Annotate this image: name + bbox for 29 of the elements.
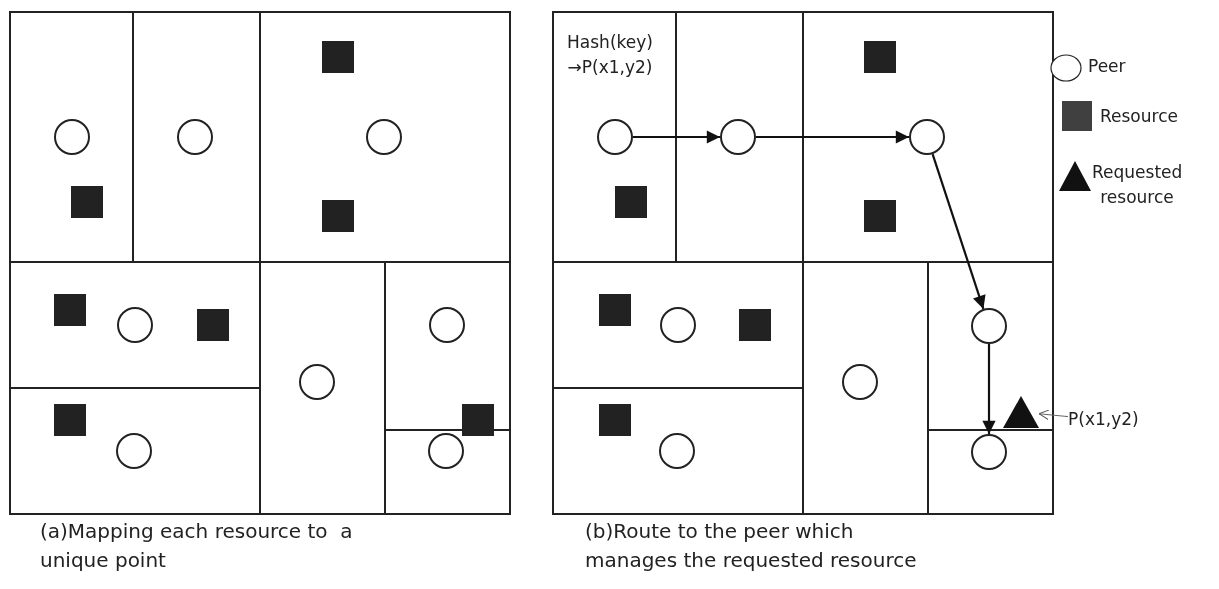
route-arrow: [982, 344, 996, 434]
hash-mapping-label: Hash(key) →P(x1,y2): [566, 31, 654, 79]
legend-label: Requested resource: [1092, 161, 1182, 209]
peer-circle: [54, 119, 90, 155]
route-arrow: [931, 153, 986, 310]
peer-circle: [428, 433, 464, 469]
peer-circle: [971, 308, 1007, 344]
peer-circle: [597, 119, 633, 155]
peer-circle: [909, 119, 945, 155]
peer-circle: [299, 364, 335, 400]
peer-circle: [117, 307, 153, 343]
requested-resource-triangle: [1003, 396, 1039, 428]
position-label: P(x1,y2): [1068, 409, 1158, 433]
peer-circle: [366, 119, 402, 155]
figure-caption: (a)Mapping each resource to a unique point: [40, 518, 354, 574]
peer-circle: [660, 307, 696, 343]
route-arrow: [633, 130, 720, 144]
legend-label: Resource: [1100, 105, 1178, 128]
peer-circle: [659, 433, 695, 469]
legend-label: Peer: [1088, 55, 1126, 78]
peer-circle: [971, 434, 1007, 470]
peer-circle: [116, 433, 152, 469]
peer-circle: [720, 119, 756, 155]
peer-circle: [842, 364, 878, 400]
route-arrow: [756, 130, 909, 144]
figure-caption: (b)Route to the peer which manages the requested resource: [585, 518, 918, 574]
peer-circle: [429, 307, 465, 343]
leader-line: [1038, 409, 1069, 421]
peer-circle: [177, 119, 213, 155]
